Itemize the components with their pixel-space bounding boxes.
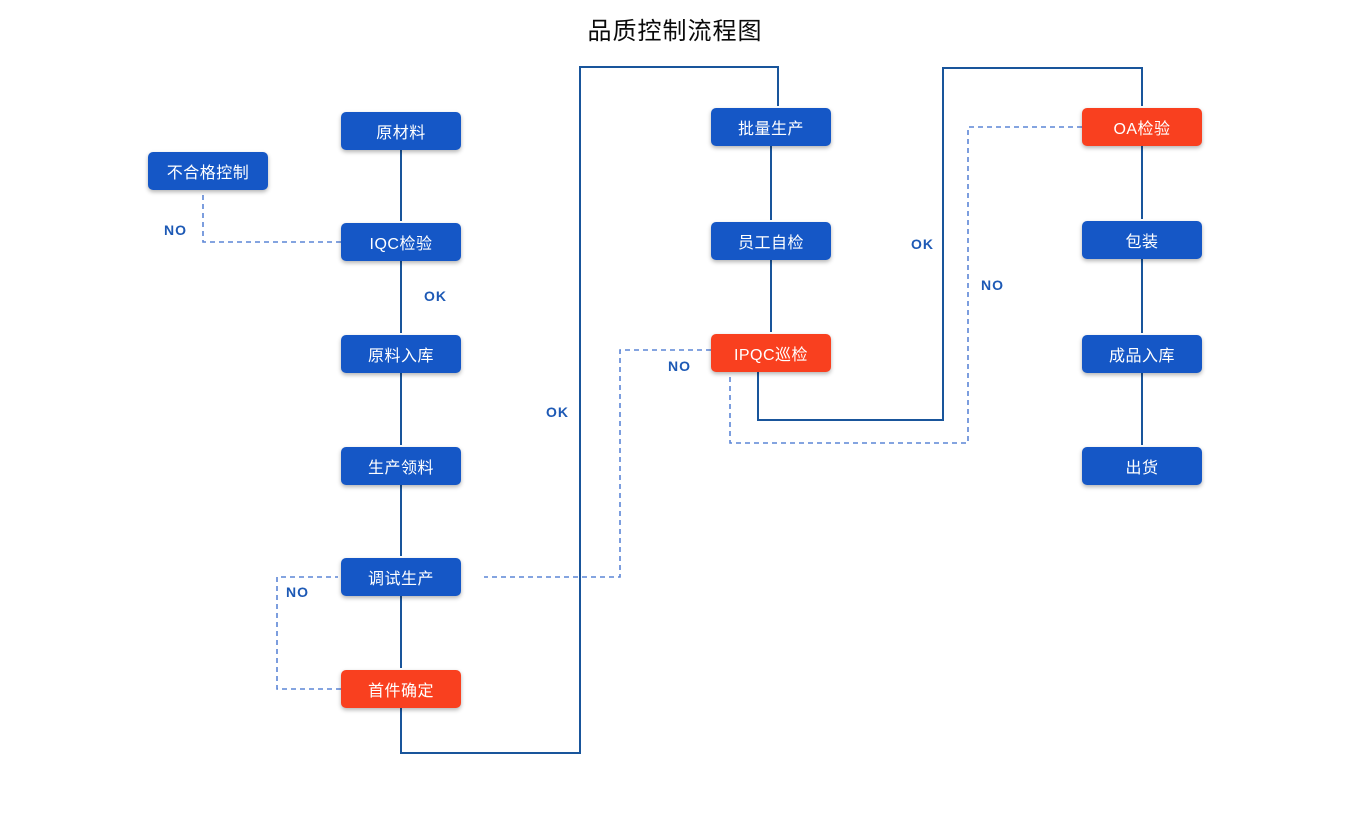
node-first-article-confirm: 首件确定 xyxy=(341,670,461,708)
node-raw-material: 原材料 xyxy=(341,112,461,150)
node-production-picking: 生产领料 xyxy=(341,447,461,485)
edge-label-ipqc-no: NO xyxy=(668,358,691,374)
edge-label-iqc-ok: OK xyxy=(424,288,447,304)
node-raw-material-storage: 原料入库 xyxy=(341,335,461,373)
diagram-title: 品质控制流程图 xyxy=(587,17,763,45)
edge-label-iqc-no: NO xyxy=(164,222,187,238)
edge-iqc-no-to-nonconforming xyxy=(202,192,341,243)
edge-ipqc-no-to-trial xyxy=(484,349,711,578)
node-iqc-inspection: IQC检验 xyxy=(341,223,461,261)
edge-firstarticle-ok-to-mass xyxy=(400,66,779,754)
edge-label-oa-no: NO xyxy=(981,277,1004,293)
edge-label-firstarticle-ok: OK xyxy=(546,404,569,420)
node-shipment: 出货 xyxy=(1082,447,1202,485)
node-ipqc-patrol: IPQC巡检 xyxy=(711,334,831,372)
edge-firstarticle-no-to-trial xyxy=(276,576,341,690)
edge-label-ipqc-ok: OK xyxy=(911,236,934,252)
node-employee-self-check: 员工自检 xyxy=(711,222,831,260)
node-mass-production: 批量生产 xyxy=(711,108,831,146)
edge-oa-no-to-ipqc xyxy=(729,126,1082,444)
node-trial-production: 调试生产 xyxy=(341,558,461,596)
node-oa-inspection: OA检验 xyxy=(1082,108,1202,146)
edge-ipqc-ok-to-oa xyxy=(757,67,1143,421)
node-nonconforming-control: 不合格控制 xyxy=(148,152,268,190)
node-packaging: 包装 xyxy=(1082,221,1202,259)
node-finished-storage: 成品入库 xyxy=(1082,335,1202,373)
edge-label-firstarticle-no: NO xyxy=(286,584,309,600)
